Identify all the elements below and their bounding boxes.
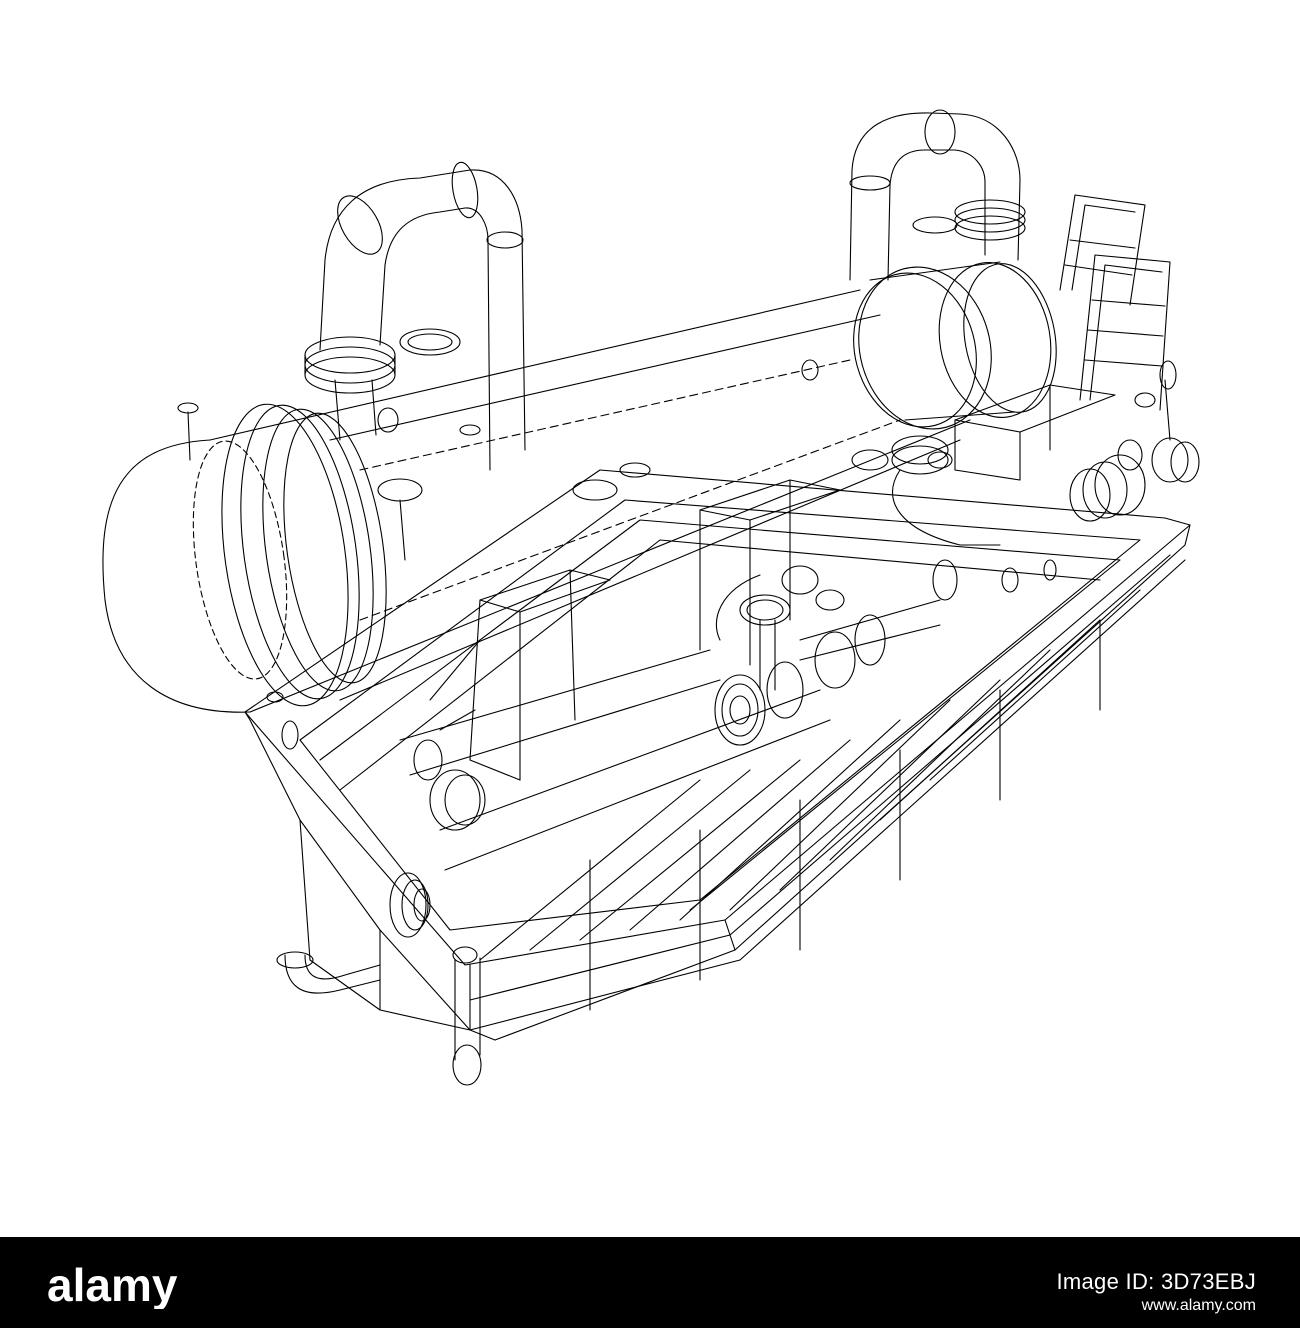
skid-frame: [244, 469, 1191, 1041]
image-id-label: Image ID: 3D73EBJ: [1056, 1269, 1256, 1294]
watermark-footer-bar: alamy Image ID: 3D73EBJ www.alamy.com: [0, 1237, 1300, 1328]
main-vessel: [102, 261, 1057, 713]
right-u-pipe: [849, 109, 1026, 281]
site-url-label: www.alamy.com: [1141, 1297, 1256, 1314]
right-nozzles: [891, 360, 1200, 546]
wireframe-equipment-illustration: [102, 109, 1200, 1086]
valve-cluster: [714, 559, 1057, 746]
wireframe-drawing-svg: [102, 109, 1200, 1086]
lower-pipes: [177, 402, 831, 1086]
left-u-pipe: [304, 161, 526, 471]
brand-logo: alamy: [47, 1259, 247, 1309]
alamy-logo-icon: alamy: [47, 1259, 178, 1309]
saddle-supports: [429, 479, 841, 781]
brand-wordmark: alamy: [47, 1259, 178, 1309]
handwheels: [377, 359, 953, 561]
ladder-platform: [954, 194, 1171, 481]
